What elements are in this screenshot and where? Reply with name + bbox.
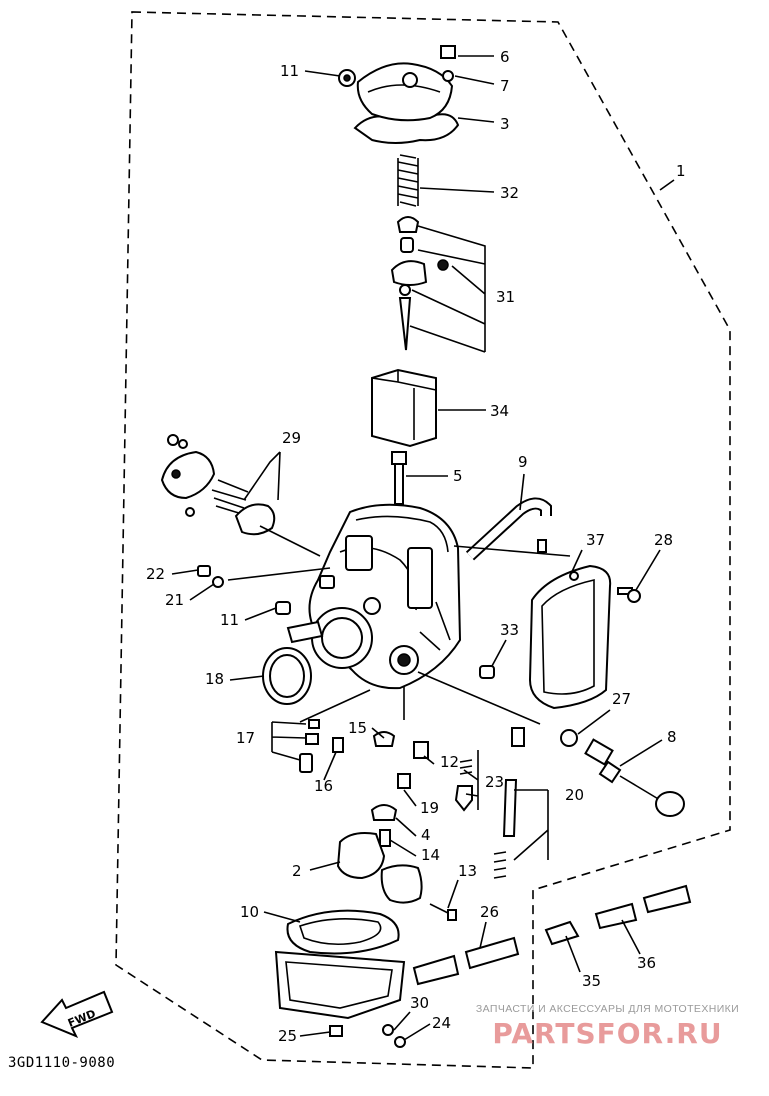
assembly-guide-lines — [227, 525, 571, 725]
callout-label-34: 34 — [490, 402, 509, 420]
top-cover-part — [353, 62, 460, 144]
callout-label-17: 17 — [236, 729, 255, 747]
callout-label-16: 16 — [314, 777, 333, 795]
callout-label-22: 22 — [146, 565, 165, 583]
callout-label-20: 20 — [565, 786, 584, 804]
callout-label-19: 19 — [420, 799, 439, 817]
jet-part — [332, 727, 525, 879]
carburetor-body-part — [286, 503, 462, 690]
leader-bracket-17 — [271, 721, 307, 761]
callout-label-21: 21 — [165, 591, 184, 609]
callout-label-13: 13 — [458, 862, 477, 880]
callout-label-6: 6 — [500, 48, 510, 66]
fwd-direction-badge: FWD — [40, 990, 114, 1038]
side-cover-part — [528, 564, 612, 710]
pilot-screw-part — [299, 719, 320, 773]
callout-label-11a: 11 — [280, 62, 299, 80]
callout-label-2: 2 — [292, 862, 302, 880]
callout-label-4: 4 — [421, 826, 431, 844]
spring-part — [397, 154, 419, 207]
needle-assembly-part — [390, 216, 449, 351]
diagram-code: 3GD1110-9080 — [8, 1055, 116, 1071]
slide-part — [371, 368, 437, 448]
cap-part — [338, 69, 356, 87]
callout-label-37: 37 — [586, 531, 605, 549]
leader-bracket-20 — [513, 789, 549, 861]
bolt-part — [391, 451, 407, 505]
assembly-boundary — [115, 11, 731, 1069]
callout-label-3: 3 — [500, 115, 510, 133]
watermark-tagline: ЗАПЧАСТИ И АКСЕССУАРЫ ДЛЯ МОТОТЕХНИКИ — [475, 1003, 740, 1015]
callout-labels: 1 2 3 4 5 6 7 8 9 10 11 11 12 13 14 15 1… — [146, 48, 686, 1045]
callout-label-1: 1 — [676, 162, 686, 180]
callout-label-23: 23 — [485, 773, 504, 791]
callout-label-12: 12 — [440, 753, 459, 771]
callout-label-29: 29 — [282, 429, 301, 447]
throttle-shaft-part — [560, 729, 685, 817]
screw-part — [440, 45, 456, 82]
coasting-enricher-part — [160, 434, 276, 536]
pipe-part — [412, 884, 692, 986]
callout-label-14: 14 — [421, 846, 440, 864]
float-bowl-gasket-part — [286, 909, 400, 955]
callout-label-35: 35 — [582, 972, 601, 990]
screw-part — [429, 903, 457, 921]
callout-label-7: 7 — [500, 77, 510, 95]
callout-label-36: 36 — [637, 954, 656, 972]
callout-label-27: 27 — [612, 690, 631, 708]
callout-label-25: 25 — [278, 1027, 297, 1045]
callout-label-26: 26 — [480, 903, 499, 921]
callout-label-30: 30 — [410, 994, 429, 1012]
screw-part — [197, 565, 291, 615]
float-bowl-part — [274, 950, 406, 1048]
callout-label-18: 18 — [205, 670, 224, 688]
screw-part — [617, 587, 641, 603]
callout-label-11b: 11 — [220, 611, 239, 629]
callout-label-8: 8 — [667, 728, 677, 746]
watermark: ЗАПЧАСТИ И АКСЕССУАРЫ ДЛЯ МОТОТЕХНИКИ PA… — [455, 1003, 760, 1050]
callout-label-33: 33 — [500, 621, 519, 639]
callout-label-9: 9 — [518, 453, 528, 471]
float-part — [336, 832, 423, 904]
leader-bracket-31 — [409, 225, 486, 353]
callout-label-28: 28 — [654, 531, 673, 549]
callout-leader-lines — [171, 55, 675, 1041]
callout-label-15: 15 — [348, 719, 367, 737]
plug-part — [479, 665, 495, 679]
callout-label-5: 5 — [453, 467, 463, 485]
gasket-ring-part — [262, 647, 312, 705]
callout-label-10: 10 — [240, 903, 259, 921]
watermark-brand: PARTSFOR.RU — [492, 1017, 723, 1050]
needle-valve-part — [370, 804, 398, 847]
leader-bracket-23 — [463, 750, 479, 810]
callout-label-31: 31 — [496, 288, 515, 306]
callout-label-32: 32 — [500, 184, 519, 202]
callout-label-24: 24 — [432, 1014, 451, 1032]
